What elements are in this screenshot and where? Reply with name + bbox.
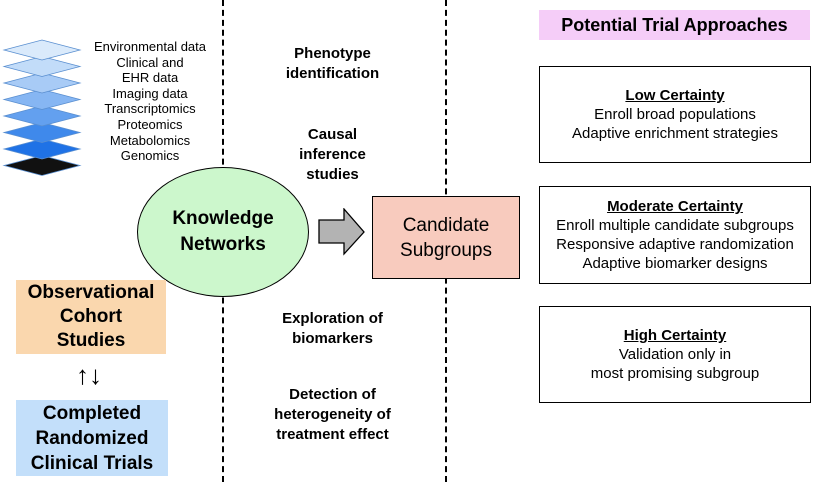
moderate-certainty-line3: Adaptive biomarker designs	[582, 255, 768, 272]
method-phenotype-line2: identification	[285, 65, 380, 82]
completed-rct-box: Completed Randomized Clinical Trials	[16, 400, 168, 476]
candidate-subgroups-node: Candidate Subgroups	[372, 196, 520, 279]
rct-line3: Clinical Trials	[30, 452, 154, 474]
candidate-subgroups-line1: Candidate	[402, 214, 490, 236]
method-phenotype-identification: Phenotype identification	[230, 44, 435, 84]
layer-label-clinical: Clinical and	[116, 54, 184, 70]
layer-label-transcriptomics: Transcriptomics	[104, 101, 196, 117]
method-phenotype-line1: Phenotype	[294, 45, 371, 62]
data-layer-3	[2, 89, 82, 110]
data-layer-2	[2, 72, 82, 94]
high-certainty-box: High Certainty Validation only in most p…	[539, 306, 811, 403]
method-causal-line2: inference	[299, 146, 366, 163]
method-causal-line1: Causal	[307, 126, 358, 143]
high-certainty-title: High Certainty	[623, 327, 727, 344]
right-arrow-icon	[318, 208, 365, 256]
rct-line1: Completed	[42, 402, 142, 424]
observational-line3: Studies	[56, 330, 126, 351]
potential-trial-approaches-title: Potential Trial Approaches	[539, 10, 810, 40]
data-layer-5	[2, 122, 82, 143]
knowledge-networks-node: Knowledge Networks	[137, 167, 309, 297]
moderate-certainty-line2: Responsive adaptive randomization	[556, 236, 794, 253]
knowledge-networks-line1: Knowledge	[172, 208, 274, 229]
method-heterogeneity-detection: Detection of heterogeneity of treatment …	[230, 385, 435, 445]
low-certainty-box: Low Certainty Enroll broad populations A…	[539, 66, 811, 163]
rct-line2: Randomized	[35, 427, 149, 449]
method-heterogeneity-line1: Detection of	[289, 386, 376, 403]
layer-label-proteomics: Proteomics	[117, 116, 183, 132]
observational-line1: Observational	[27, 282, 155, 303]
observational-cohort-studies-box: Observational Cohort Studies	[16, 280, 166, 354]
high-certainty-line1: Validation only in	[618, 346, 732, 363]
layer-label-imaging: Imaging data	[112, 85, 188, 101]
moderate-certainty-box: Moderate Certainty Enroll multiple candi…	[539, 186, 811, 284]
data-layer-labels: Environmental data Clinical and EHR data…	[86, 39, 214, 164]
data-layers-stack-icon	[2, 39, 82, 176]
data-layer-4	[2, 105, 82, 127]
method-causal-inference: Causal inference studies	[230, 125, 435, 185]
layer-label-genomics: Genomics	[120, 148, 180, 164]
moderate-certainty-line1: Enroll multiple candidate subgroups	[556, 217, 794, 234]
low-certainty-title: Low Certainty	[625, 87, 725, 104]
method-exploration-biomarkers: Exploration of biomarkers	[230, 309, 435, 349]
layer-label-environmental: Environmental data	[93, 39, 206, 54]
method-causal-line3: studies	[306, 166, 359, 183]
observational-line2: Cohort	[59, 306, 123, 327]
data-layer-7	[2, 155, 82, 176]
candidate-subgroups-line2: Subgroups	[400, 239, 492, 261]
method-heterogeneity-line2: heterogeneity of	[274, 406, 391, 423]
method-biomarkers-line2: biomarkers	[292, 330, 373, 347]
data-layer-1	[2, 56, 82, 77]
method-heterogeneity-line3: treatment effect	[276, 426, 389, 443]
moderate-certainty-title: Moderate Certainty	[607, 198, 743, 215]
knowledge-networks-line2: Networks	[180, 234, 266, 255]
bidirectional-arrows-icon: ↑↓	[76, 360, 102, 390]
layer-label-ehr: EHR data	[121, 70, 179, 86]
layer-label-metabolomics: Metabolomics	[109, 132, 191, 148]
high-certainty-line2: most promising subgroup	[590, 365, 760, 382]
data-layer-0	[2, 39, 82, 61]
low-certainty-line1: Enroll broad populations	[594, 106, 756, 123]
data-layer-6	[2, 138, 82, 160]
low-certainty-line2: Adaptive enrichment strategies	[572, 125, 778, 142]
method-biomarkers-line1: Exploration of	[282, 310, 383, 327]
